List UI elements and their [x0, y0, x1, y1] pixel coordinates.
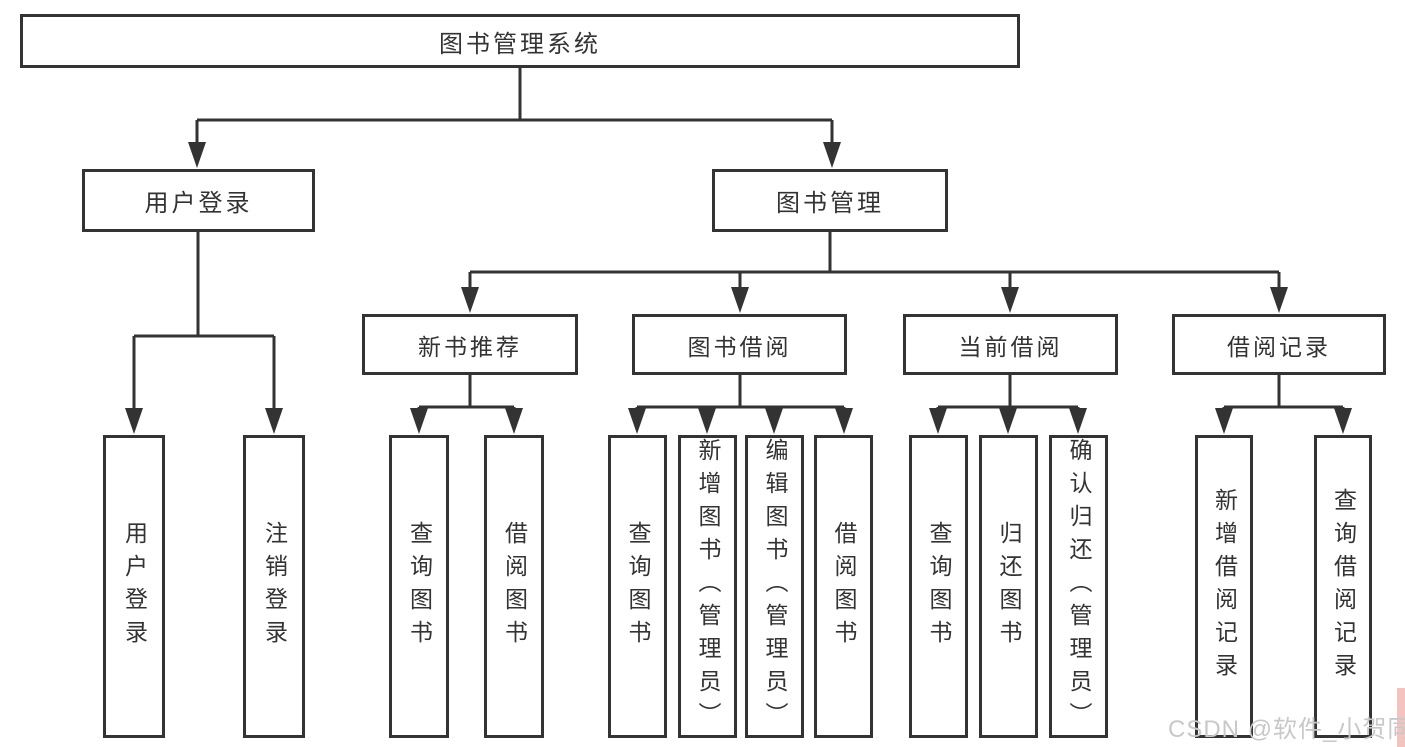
leaf-borrowing-borrow-books: 借阅图书 — [814, 435, 873, 738]
leaf-borrowing-add-books-admin: 新增图书（管理员） — [678, 435, 737, 738]
leaf-newbooks-query-books: 查询图书 — [389, 435, 449, 738]
leaf-records-add-borrow-record: 新增借阅记录 — [1195, 435, 1253, 738]
node-current-borrowing: 当前借阅 — [903, 314, 1118, 375]
leaf-newbooks-borrow-books: 借阅图书 — [484, 435, 544, 738]
leaf-current-return-books: 归还图书 — [979, 435, 1038, 738]
leaf-borrowing-query-books: 查询图书 — [608, 435, 667, 738]
leaf-current-confirm-return-admin: 确认归还（管理员） — [1049, 435, 1108, 738]
node-book-management: 图书管理 — [712, 169, 948, 232]
node-root-system: 图书管理系统 — [20, 14, 1020, 68]
watermark-accent-mark — [1397, 688, 1405, 747]
node-new-book-recommendation: 新书推荐 — [362, 314, 578, 375]
node-user-login: 用户登录 — [82, 169, 315, 232]
leaf-borrowing-edit-books-admin: 编辑图书（管理员） — [745, 435, 804, 738]
leaf-user-login: 用户登录 — [103, 435, 165, 738]
node-book-borrowing: 图书借阅 — [632, 314, 847, 375]
leaf-records-query-borrow-record: 查询借阅记录 — [1314, 435, 1372, 738]
csdn-watermark: CSDN @软件_小贺同学 — [1168, 716, 1405, 743]
leaf-logout: 注销登录 — [243, 435, 305, 738]
leaf-current-query-books: 查询图书 — [909, 435, 968, 738]
node-borrowing-records: 借阅记录 — [1172, 314, 1386, 375]
